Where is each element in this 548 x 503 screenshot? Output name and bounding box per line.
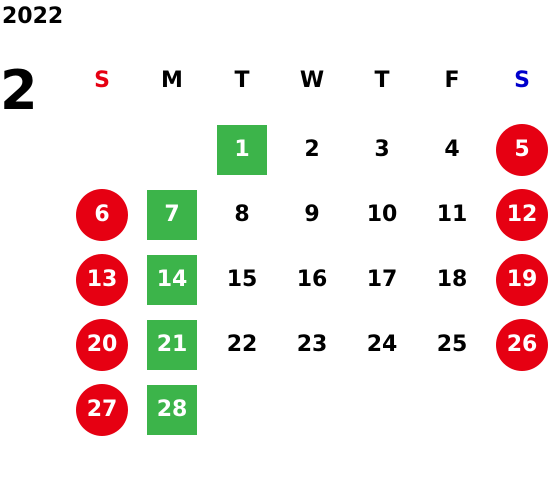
day-number: 16 bbox=[296, 267, 328, 292]
day-cell-2[interactable]: 2 bbox=[284, 125, 340, 175]
day-number: 23 bbox=[296, 332, 328, 357]
day-cell-1[interactable]: 1 bbox=[214, 125, 270, 175]
day-number: 21 bbox=[156, 332, 188, 357]
day-cell-24[interactable]: 24 bbox=[354, 320, 410, 370]
year-label: 2022 bbox=[2, 4, 64, 29]
day-cell-22[interactable]: 22 bbox=[214, 320, 270, 370]
day-number: 4 bbox=[444, 137, 460, 162]
day-number: 20 bbox=[86, 332, 118, 357]
day-number: 2 bbox=[304, 137, 320, 162]
day-cell-17[interactable]: 17 bbox=[354, 255, 410, 305]
day-number: 1 bbox=[234, 137, 250, 162]
day-number: 28 bbox=[156, 397, 188, 422]
day-cell-16[interactable]: 16 bbox=[284, 255, 340, 305]
day-number: 7 bbox=[164, 202, 180, 227]
day-cell-3[interactable]: 3 bbox=[354, 125, 410, 175]
day-cell-26[interactable]: 26 bbox=[494, 319, 548, 371]
weekday-4: T bbox=[374, 68, 390, 93]
day-cell-5[interactable]: 5 bbox=[494, 124, 548, 176]
day-number: 8 bbox=[234, 202, 250, 227]
day-number: 27 bbox=[86, 397, 118, 422]
day-number: 9 bbox=[304, 202, 320, 227]
weekday-5: F bbox=[444, 68, 460, 93]
day-number: 22 bbox=[226, 332, 258, 357]
day-number: 18 bbox=[436, 267, 468, 292]
day-cell-14[interactable]: 14 bbox=[144, 255, 200, 305]
day-number: 11 bbox=[436, 202, 468, 227]
day-number: 6 bbox=[94, 202, 110, 227]
weekday-0: S bbox=[94, 68, 110, 93]
day-cell-6[interactable]: 6 bbox=[74, 189, 130, 241]
day-cell-25[interactable]: 25 bbox=[424, 320, 480, 370]
day-cell-20[interactable]: 20 bbox=[74, 319, 130, 371]
weekday-3: W bbox=[299, 68, 325, 93]
day-number: 10 bbox=[366, 202, 398, 227]
day-cell-27[interactable]: 27 bbox=[74, 384, 130, 436]
weekday-6: S bbox=[514, 68, 530, 93]
day-number: 5 bbox=[514, 137, 530, 162]
day-number: 15 bbox=[226, 267, 258, 292]
day-cell-11[interactable]: 11 bbox=[424, 190, 480, 240]
day-cell-12[interactable]: 12 bbox=[494, 189, 548, 241]
weekday-2: T bbox=[234, 68, 250, 93]
day-cell-4[interactable]: 4 bbox=[424, 125, 480, 175]
day-number: 24 bbox=[366, 332, 398, 357]
day-number: 3 bbox=[374, 137, 390, 162]
day-cell-8[interactable]: 8 bbox=[214, 190, 270, 240]
day-cell-18[interactable]: 18 bbox=[424, 255, 480, 305]
day-cell-23[interactable]: 23 bbox=[284, 320, 340, 370]
day-cell-7[interactable]: 7 bbox=[144, 190, 200, 240]
day-number: 17 bbox=[366, 267, 398, 292]
day-cell-9[interactable]: 9 bbox=[284, 190, 340, 240]
day-cell-13[interactable]: 13 bbox=[74, 254, 130, 306]
day-number: 14 bbox=[156, 267, 188, 292]
day-number: 25 bbox=[436, 332, 468, 357]
month-number: 2 bbox=[0, 59, 38, 122]
day-cell-28[interactable]: 28 bbox=[144, 385, 200, 435]
day-cell-15[interactable]: 15 bbox=[214, 255, 270, 305]
day-number: 19 bbox=[506, 267, 538, 292]
day-number: 12 bbox=[506, 202, 538, 227]
day-cell-10[interactable]: 10 bbox=[354, 190, 410, 240]
day-number: 26 bbox=[506, 332, 538, 357]
day-cell-19[interactable]: 19 bbox=[494, 254, 548, 306]
day-cell-21[interactable]: 21 bbox=[144, 320, 200, 370]
weekday-1: M bbox=[161, 68, 183, 93]
day-number: 13 bbox=[86, 267, 118, 292]
